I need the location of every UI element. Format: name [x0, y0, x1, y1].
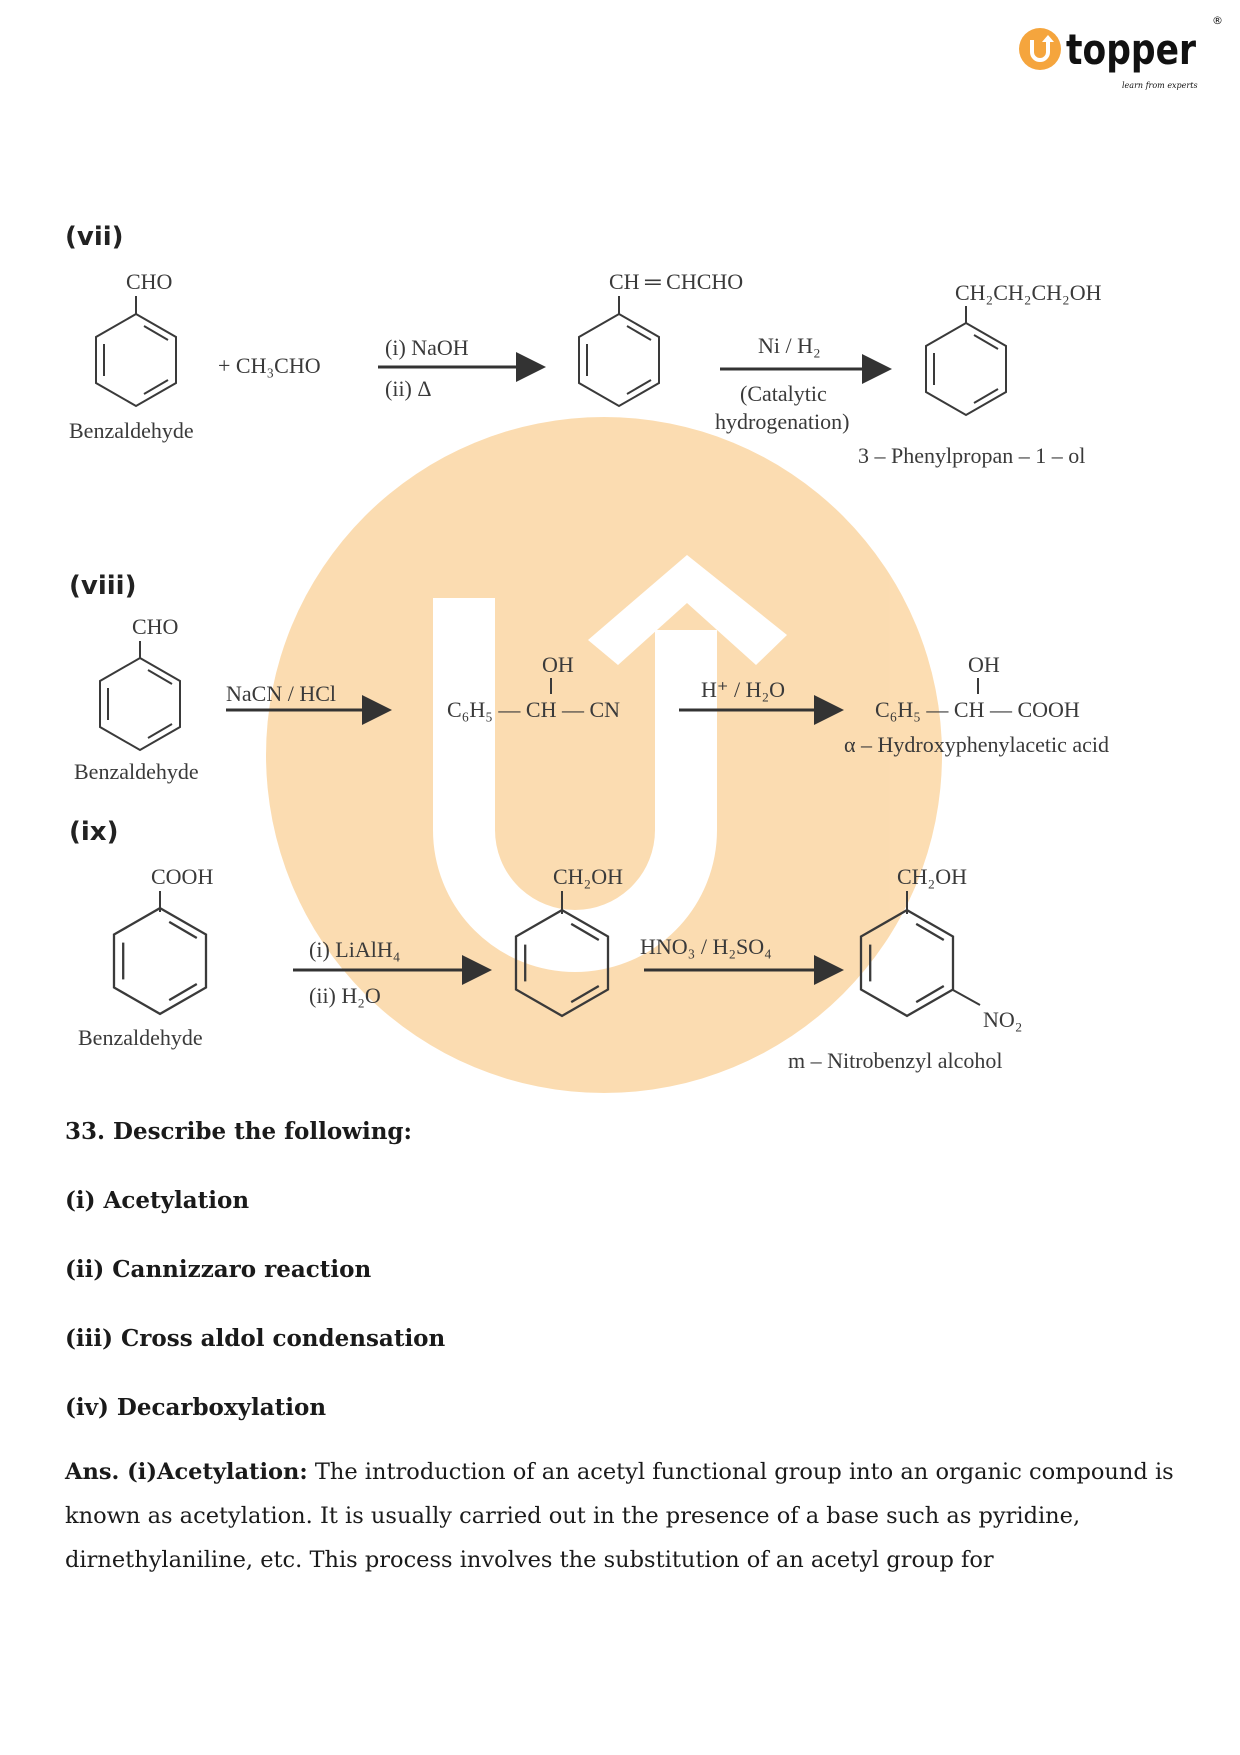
intermediate-group: CH₂OH: [553, 864, 623, 889]
reactant-group: CHO: [126, 269, 172, 294]
question-title: 33. Describe the following:: [65, 1118, 412, 1145]
condition: (i) NaOH: [385, 335, 469, 360]
product: C₆H₅ — CH — COOH: [875, 697, 1080, 722]
benzene-ring: [112, 906, 208, 1016]
question-item: (i) Acetylation: [65, 1187, 250, 1214]
benzene-ring: [95, 313, 177, 407]
reaction-label: (viii): [69, 571, 136, 601]
reaction-viii: (viii) CHO Benzaldehyde NaCN / HCl OH C₆…: [69, 571, 1109, 784]
watermark-logo: [266, 417, 942, 1093]
watermark-circle: [266, 417, 942, 1093]
logo-circle-icon: [1019, 28, 1061, 70]
reactant-name: Benzaldehyde: [74, 759, 199, 784]
reaction-vii: (vii) CHO Benzaldehyde + CH₃CHO (i) NaOH…: [65, 222, 1102, 468]
watermark-u-icon: [433, 598, 717, 972]
condition: (ii) H₂O: [309, 983, 381, 1008]
answer-lead: Ans. (i)Acetylation:: [65, 1459, 308, 1485]
benzene-ring: [925, 322, 1007, 416]
watermark-arrow-icon: [588, 555, 787, 665]
condition: Ni / H₂: [758, 333, 821, 358]
condition: H⁺ / H₂O: [701, 677, 785, 702]
intermediate-group: CH ═ CHCHO: [609, 269, 743, 294]
intermediate: C₆H₅ — CH — CN: [447, 697, 620, 722]
logo-tagline: learn from experts: [1122, 81, 1198, 90]
question-item: (ii) Cannizzaro reaction: [65, 1256, 372, 1283]
condition: hydrogenation): [715, 409, 849, 434]
registered-mark: ®: [1212, 14, 1223, 27]
question-item: (iv) Decarboxylation: [65, 1394, 327, 1421]
condition: (Catalytic: [740, 381, 827, 406]
nitro-group: NO₂: [983, 1007, 1022, 1032]
hydroxyl-label: OH: [542, 652, 574, 677]
product-group: CH₂CH₂CH₂OH: [955, 280, 1102, 305]
reactant-name: Benzaldehyde: [78, 1025, 203, 1050]
product-name: α – Hydroxyphenylacetic acid: [844, 732, 1109, 757]
answer-text: The introduction of an acetyl functional…: [65, 1459, 1174, 1573]
benzene-ring: [578, 313, 660, 407]
benzene-ring: [99, 657, 181, 751]
product-name: 3 – Phenylpropan – 1 – ol: [858, 443, 1085, 468]
reactant-name: Benzaldehyde: [69, 418, 194, 443]
reaction-label: (vii): [65, 222, 124, 252]
hydroxyl-label: OH: [968, 652, 1000, 677]
product-name: m – Nitrobenzyl alcohol: [788, 1048, 1002, 1073]
product-group: CH₂OH: [897, 864, 967, 889]
reaction-ix: (ix) COOH Benzaldehyde (i) LiAlH₄ (ii) H…: [69, 817, 1022, 1073]
reactant-group: CHO: [132, 614, 178, 639]
logo-text: topper: [1066, 25, 1196, 74]
reactant-group: COOH: [151, 864, 213, 889]
reagent: + CH₃CHO: [218, 353, 321, 378]
condition: (ii) Δ: [385, 376, 432, 401]
reaction-label: (ix): [69, 817, 118, 847]
condition: HNO₃ / H₂SO₄: [640, 934, 772, 959]
condition: NaCN / HCl: [226, 681, 336, 706]
question-item: (iii) Cross aldol condensation: [65, 1325, 446, 1352]
answer-paragraph: Ans. (i)Acetylation: The introduction of…: [65, 1450, 1185, 1582]
condition: (i) LiAlH₄: [309, 937, 400, 962]
topper-logo[interactable]: topper learn from experts ®: [1019, 14, 1223, 90]
